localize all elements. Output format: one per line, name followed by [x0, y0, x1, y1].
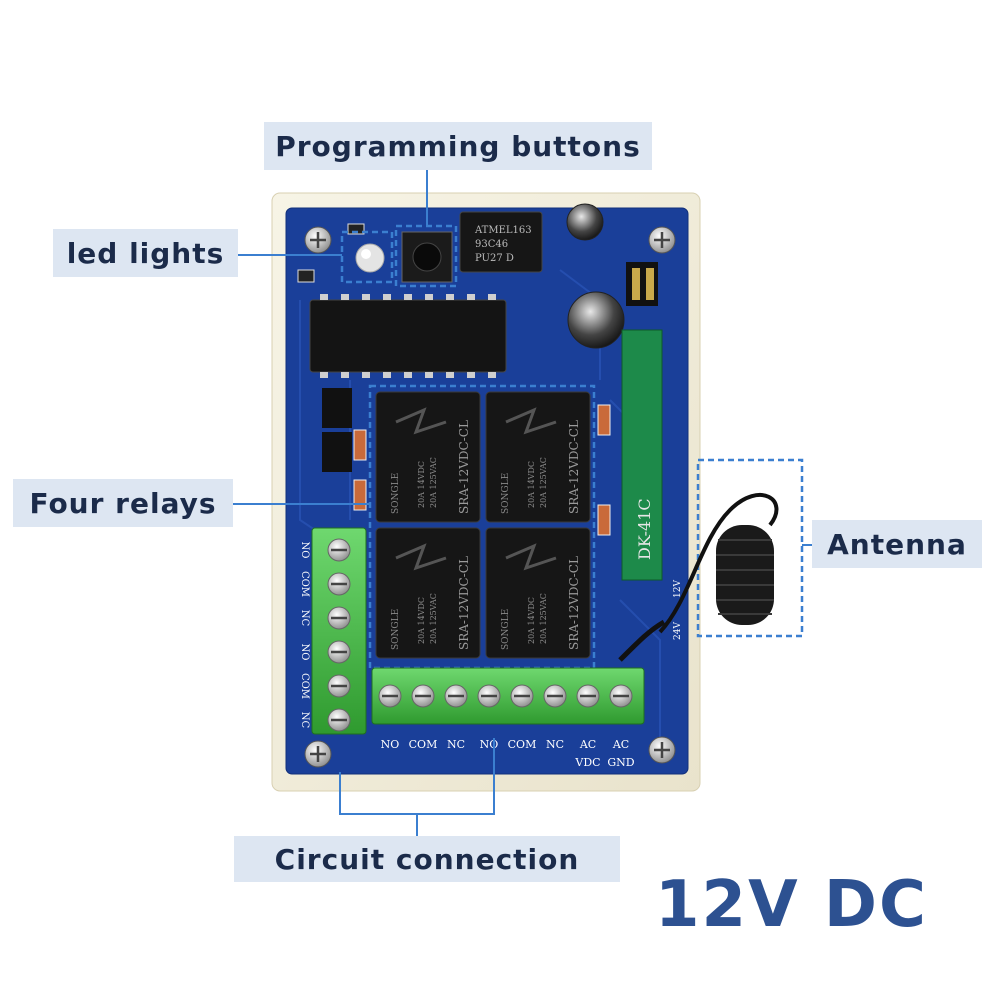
ic-pin	[404, 294, 412, 300]
rf-module: DK-41C	[621, 329, 663, 581]
ic-pin	[488, 372, 496, 378]
terminal-label: NC	[299, 610, 310, 627]
relay-rating: 20A 125VAC	[429, 593, 438, 644]
relay-rating: 20A 125VAC	[429, 457, 438, 508]
relay-model: SRA-12VDC-CL	[567, 420, 581, 514]
terminal-label: COM	[409, 738, 438, 751]
screw-bottom-right	[648, 736, 676, 764]
relay-rating: 20A 14VDC	[527, 461, 536, 508]
ic-pin	[341, 372, 349, 378]
relay-rating: 20A 125VAC	[539, 457, 548, 508]
relay-brand: SONGLE	[501, 473, 511, 514]
ic-pin	[488, 294, 496, 300]
board-text: PU27 D	[475, 253, 514, 264]
transistor	[322, 388, 352, 472]
relay-brand: SONGLE	[391, 609, 401, 650]
led	[355, 243, 385, 273]
screw-bottom-left	[304, 740, 332, 768]
terminal-label: NO	[299, 644, 310, 661]
terminal-label: NO	[480, 738, 499, 751]
terminal-label: COM	[299, 571, 310, 597]
ic-pin	[362, 372, 370, 378]
relay-model: SRA-12VDC-CL	[457, 420, 471, 514]
ic-pin	[320, 372, 328, 378]
terminal-label: AC	[612, 738, 629, 751]
terminal-sublabel: GND	[607, 756, 634, 769]
terminal-label: NO	[381, 738, 400, 751]
terminal-label: AC	[579, 738, 596, 751]
board-text: DK-41C	[635, 498, 654, 560]
antenna-coil	[658, 492, 779, 634]
diode	[353, 404, 611, 536]
ic-pin	[446, 294, 454, 300]
board-text: 24V	[673, 622, 683, 640]
terminal-label: NC	[546, 738, 564, 751]
relay-model: SRA-12VDC-CL	[567, 556, 581, 650]
highlight-antenna	[696, 458, 804, 638]
board-text: 12V	[673, 580, 683, 598]
guide-lines	[233, 170, 812, 838]
program-button	[401, 231, 453, 283]
ic-pin	[425, 294, 433, 300]
ic-pin	[467, 372, 475, 378]
terminal-label: NC	[299, 712, 310, 729]
callout-programming-buttons: Programming buttons	[264, 122, 652, 170]
antenna-wire	[618, 619, 666, 662]
terminal-label: COM	[299, 673, 310, 699]
callout-four-relays: Four relays	[13, 479, 233, 527]
terminal-label: NO	[299, 542, 310, 559]
ic-pin	[467, 294, 475, 300]
board-text: ATMEL163	[474, 225, 532, 236]
terminal-label: NC	[447, 738, 465, 751]
callout-circuit-connection: Circuit connection	[234, 836, 620, 882]
relay-rating: 20A 14VDC	[417, 597, 426, 644]
smd-part	[347, 223, 365, 235]
ic-pin	[404, 372, 412, 378]
ic-pin	[341, 294, 349, 300]
capacitor-large	[567, 291, 625, 349]
relay-brand: SONGLE	[501, 609, 511, 650]
relay-brand: SONGLE	[391, 473, 401, 514]
relay-rating: 20A 125VAC	[539, 593, 548, 644]
ic-pin	[362, 294, 370, 300]
screw-top-left	[304, 226, 332, 254]
ic-pin	[446, 372, 454, 378]
terminal-block-bottom	[371, 667, 645, 725]
ic-pin	[320, 294, 328, 300]
callout-antenna: Antenna	[812, 520, 982, 568]
ic-pin	[425, 372, 433, 378]
highlight-led	[340, 230, 394, 284]
callout-led-lights: led lights	[53, 229, 238, 277]
relay-rating: 20A 14VDC	[417, 461, 426, 508]
smd-part	[297, 269, 315, 283]
relay-model: SRA-12VDC-CL	[457, 556, 471, 650]
jumper-header	[626, 262, 658, 306]
terminal-sublabel: VDC	[574, 756, 600, 769]
highlight-relays	[368, 384, 596, 670]
ic-pin	[383, 372, 391, 378]
capacitor-small	[566, 203, 604, 241]
voltage-label: 12V DC	[655, 868, 928, 942]
board-text: 93C46	[475, 239, 508, 250]
terminal-block-side	[311, 527, 367, 735]
ic-pin	[383, 294, 391, 300]
decoder-ic	[309, 299, 507, 373]
screw-top-right	[648, 226, 676, 254]
relay-rating: 20A 14VDC	[527, 597, 536, 644]
eeprom-chip: ATMEL163 93C46 PU27 D	[459, 211, 543, 273]
terminal-label: COM	[508, 738, 537, 751]
